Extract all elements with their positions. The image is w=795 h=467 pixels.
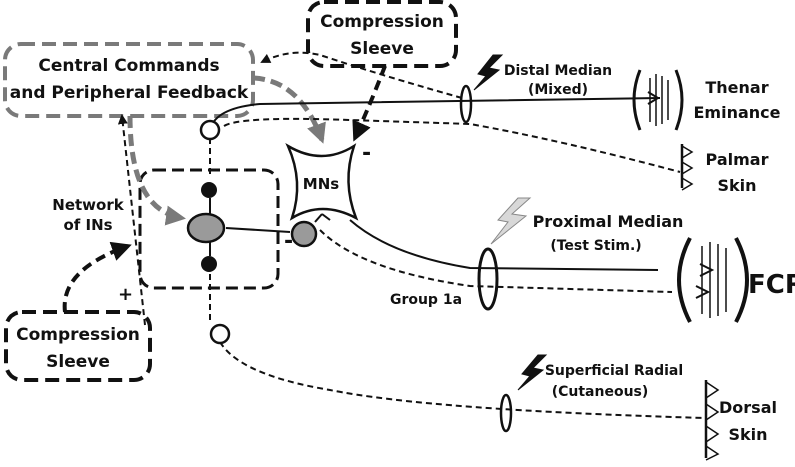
sleeve-top-line-1: Compression — [320, 12, 444, 32]
plus-sign-sleeve: + — [118, 284, 133, 305]
palmar-afferent-fiber — [223, 117, 681, 173]
dorsal-label-2: Skin — [728, 425, 767, 444]
lower-black-neuron — [201, 256, 217, 272]
upper-black-neuron — [201, 182, 217, 198]
distal-median-label-2: (Mixed) — [528, 82, 588, 98]
command-arrows — [127, 51, 463, 226]
in-to-small-in — [225, 227, 291, 233]
thenar-label-2: Eminance — [694, 103, 781, 122]
sleeve-to-mn-arrow — [352, 65, 387, 142]
compression-sleeve-top-box: Compression Sleeve — [306, 0, 458, 68]
large-interneuron — [186, 212, 226, 244]
1a-synapse-a — [314, 213, 323, 223]
lightning-icons — [473, 54, 548, 391]
central-to-mn-arrow — [252, 75, 326, 144]
radial-bolt-icon — [517, 354, 548, 391]
distal-bolt-icon — [473, 54, 504, 91]
sleeve-arrows — [62, 65, 387, 326]
mn-axon — [349, 219, 659, 271]
central-commands-box: Central Commands and Peripheral Feedback — [3, 42, 255, 118]
central-to-network-arrow — [127, 115, 186, 226]
superficial-radial-label-1: Superficial Radial — [545, 363, 683, 379]
proximal-bolt-icon — [490, 197, 532, 245]
network-label-1: Network — [52, 196, 124, 214]
sleeve-top-line-2: Sleeve — [350, 39, 414, 59]
compression-sleeve-left-box: Compression Sleeve — [4, 310, 152, 382]
group-1a-fiber — [319, 229, 673, 293]
palmar-label-2: Skin — [717, 176, 756, 195]
signs: - - + — [118, 141, 371, 305]
proximal-median-label-1: Proximal Median — [533, 212, 684, 231]
superficial-radial-electrode — [499, 393, 513, 433]
lower-open-neuron — [209, 323, 231, 345]
sleeve-to-network-arrow — [62, 241, 132, 313]
proximal-median-label-2: (Test Stim.) — [550, 238, 641, 254]
thenar-label-1: Thenar — [705, 78, 768, 97]
stim-electrodes — [459, 84, 513, 433]
upper-open-neuron — [199, 119, 221, 141]
neurons: MNs — [186, 119, 359, 345]
mn-label: MNs — [303, 175, 339, 193]
central-box-line-2: and Peripheral Feedback — [10, 83, 249, 103]
dorsal-label-1: Dorsal — [719, 398, 777, 417]
central-box-line-1: Central Commands — [38, 56, 219, 76]
afferent-to-central-arrow — [260, 51, 463, 99]
thenar-muscle — [632, 69, 684, 131]
group-1a-label: Group 1a — [390, 292, 462, 308]
proximal-median-electrode — [477, 247, 499, 311]
fcr-muscle — [677, 237, 749, 323]
network-label-2: of INs — [63, 216, 112, 234]
distal-median-fiber — [209, 97, 661, 131]
dorsal-skin — [704, 380, 720, 461]
distal-median-electrode — [459, 84, 473, 124]
sleeve-left-line-1: Compression — [16, 325, 140, 345]
small-interneuron — [290, 220, 318, 248]
palmar-skin — [680, 144, 694, 191]
superficial-radial-label-2: (Cutaneous) — [552, 384, 649, 400]
minus-sign-in: - — [284, 229, 293, 254]
minus-sign-mn: - — [362, 141, 371, 166]
motoneuron-pool — [285, 142, 359, 221]
distal-median-label-1: Distal Median — [504, 63, 612, 79]
sleeve-to-central-arrow — [117, 114, 146, 326]
fcr-label: FCR — [748, 270, 795, 300]
superficial-radial-fiber — [219, 341, 706, 419]
sleeve-left-line-2: Sleeve — [46, 352, 110, 372]
labels: Network of INs Distal Median (Mixed) The… — [52, 63, 795, 444]
palmar-label-1: Palmar — [706, 150, 769, 169]
1a-synapse-b — [321, 213, 331, 221]
